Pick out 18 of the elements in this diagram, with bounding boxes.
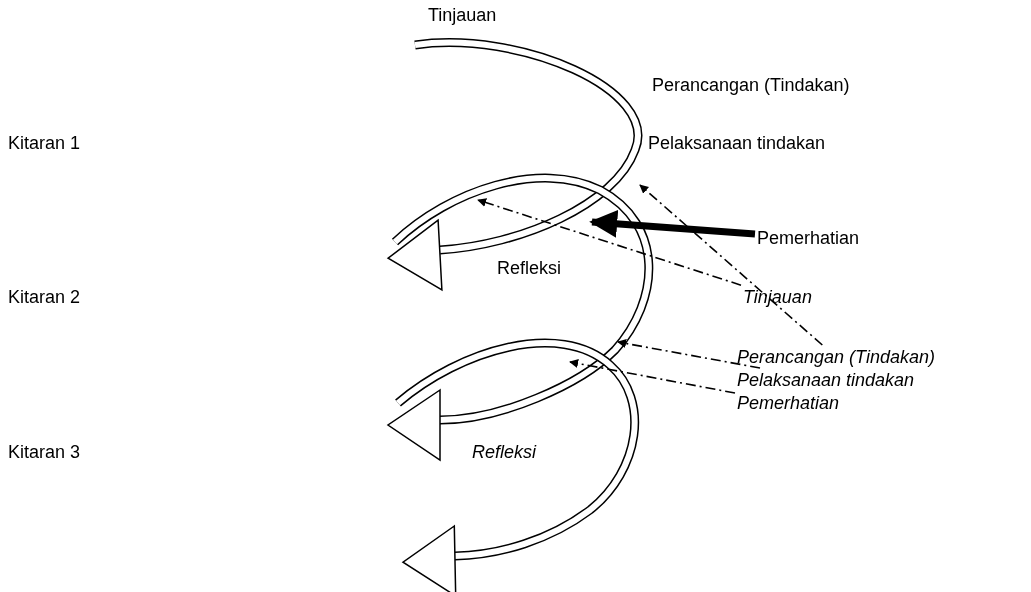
arrow bbox=[589, 209, 756, 238]
cycle-label: Kitaran 2 bbox=[8, 287, 81, 307]
arrow bbox=[639, 184, 824, 346]
stage-label: Pemerhatian bbox=[737, 393, 840, 413]
stage-label: Refleksi bbox=[472, 442, 537, 462]
arrow bbox=[617, 339, 761, 369]
arrow bbox=[477, 198, 742, 286]
arrow bbox=[569, 359, 736, 394]
stage-label: Perancangan (Tindakan) bbox=[737, 347, 935, 367]
cycle-label: Kitaran 3 bbox=[8, 442, 81, 462]
stage-label: Refleksi bbox=[497, 258, 562, 278]
stage-label: Tinjauan bbox=[428, 5, 497, 25]
stage-label: Pemerhatian bbox=[757, 228, 860, 248]
stage-label: Pelaksanaan tindakan bbox=[737, 370, 915, 390]
cycle-label: Kitaran 1 bbox=[8, 133, 81, 153]
stage-label: Tinjauan bbox=[743, 287, 812, 307]
stage-label: Pelaksanaan tindakan bbox=[648, 133, 826, 153]
stage-label: Perancangan (Tindakan) bbox=[652, 75, 850, 95]
